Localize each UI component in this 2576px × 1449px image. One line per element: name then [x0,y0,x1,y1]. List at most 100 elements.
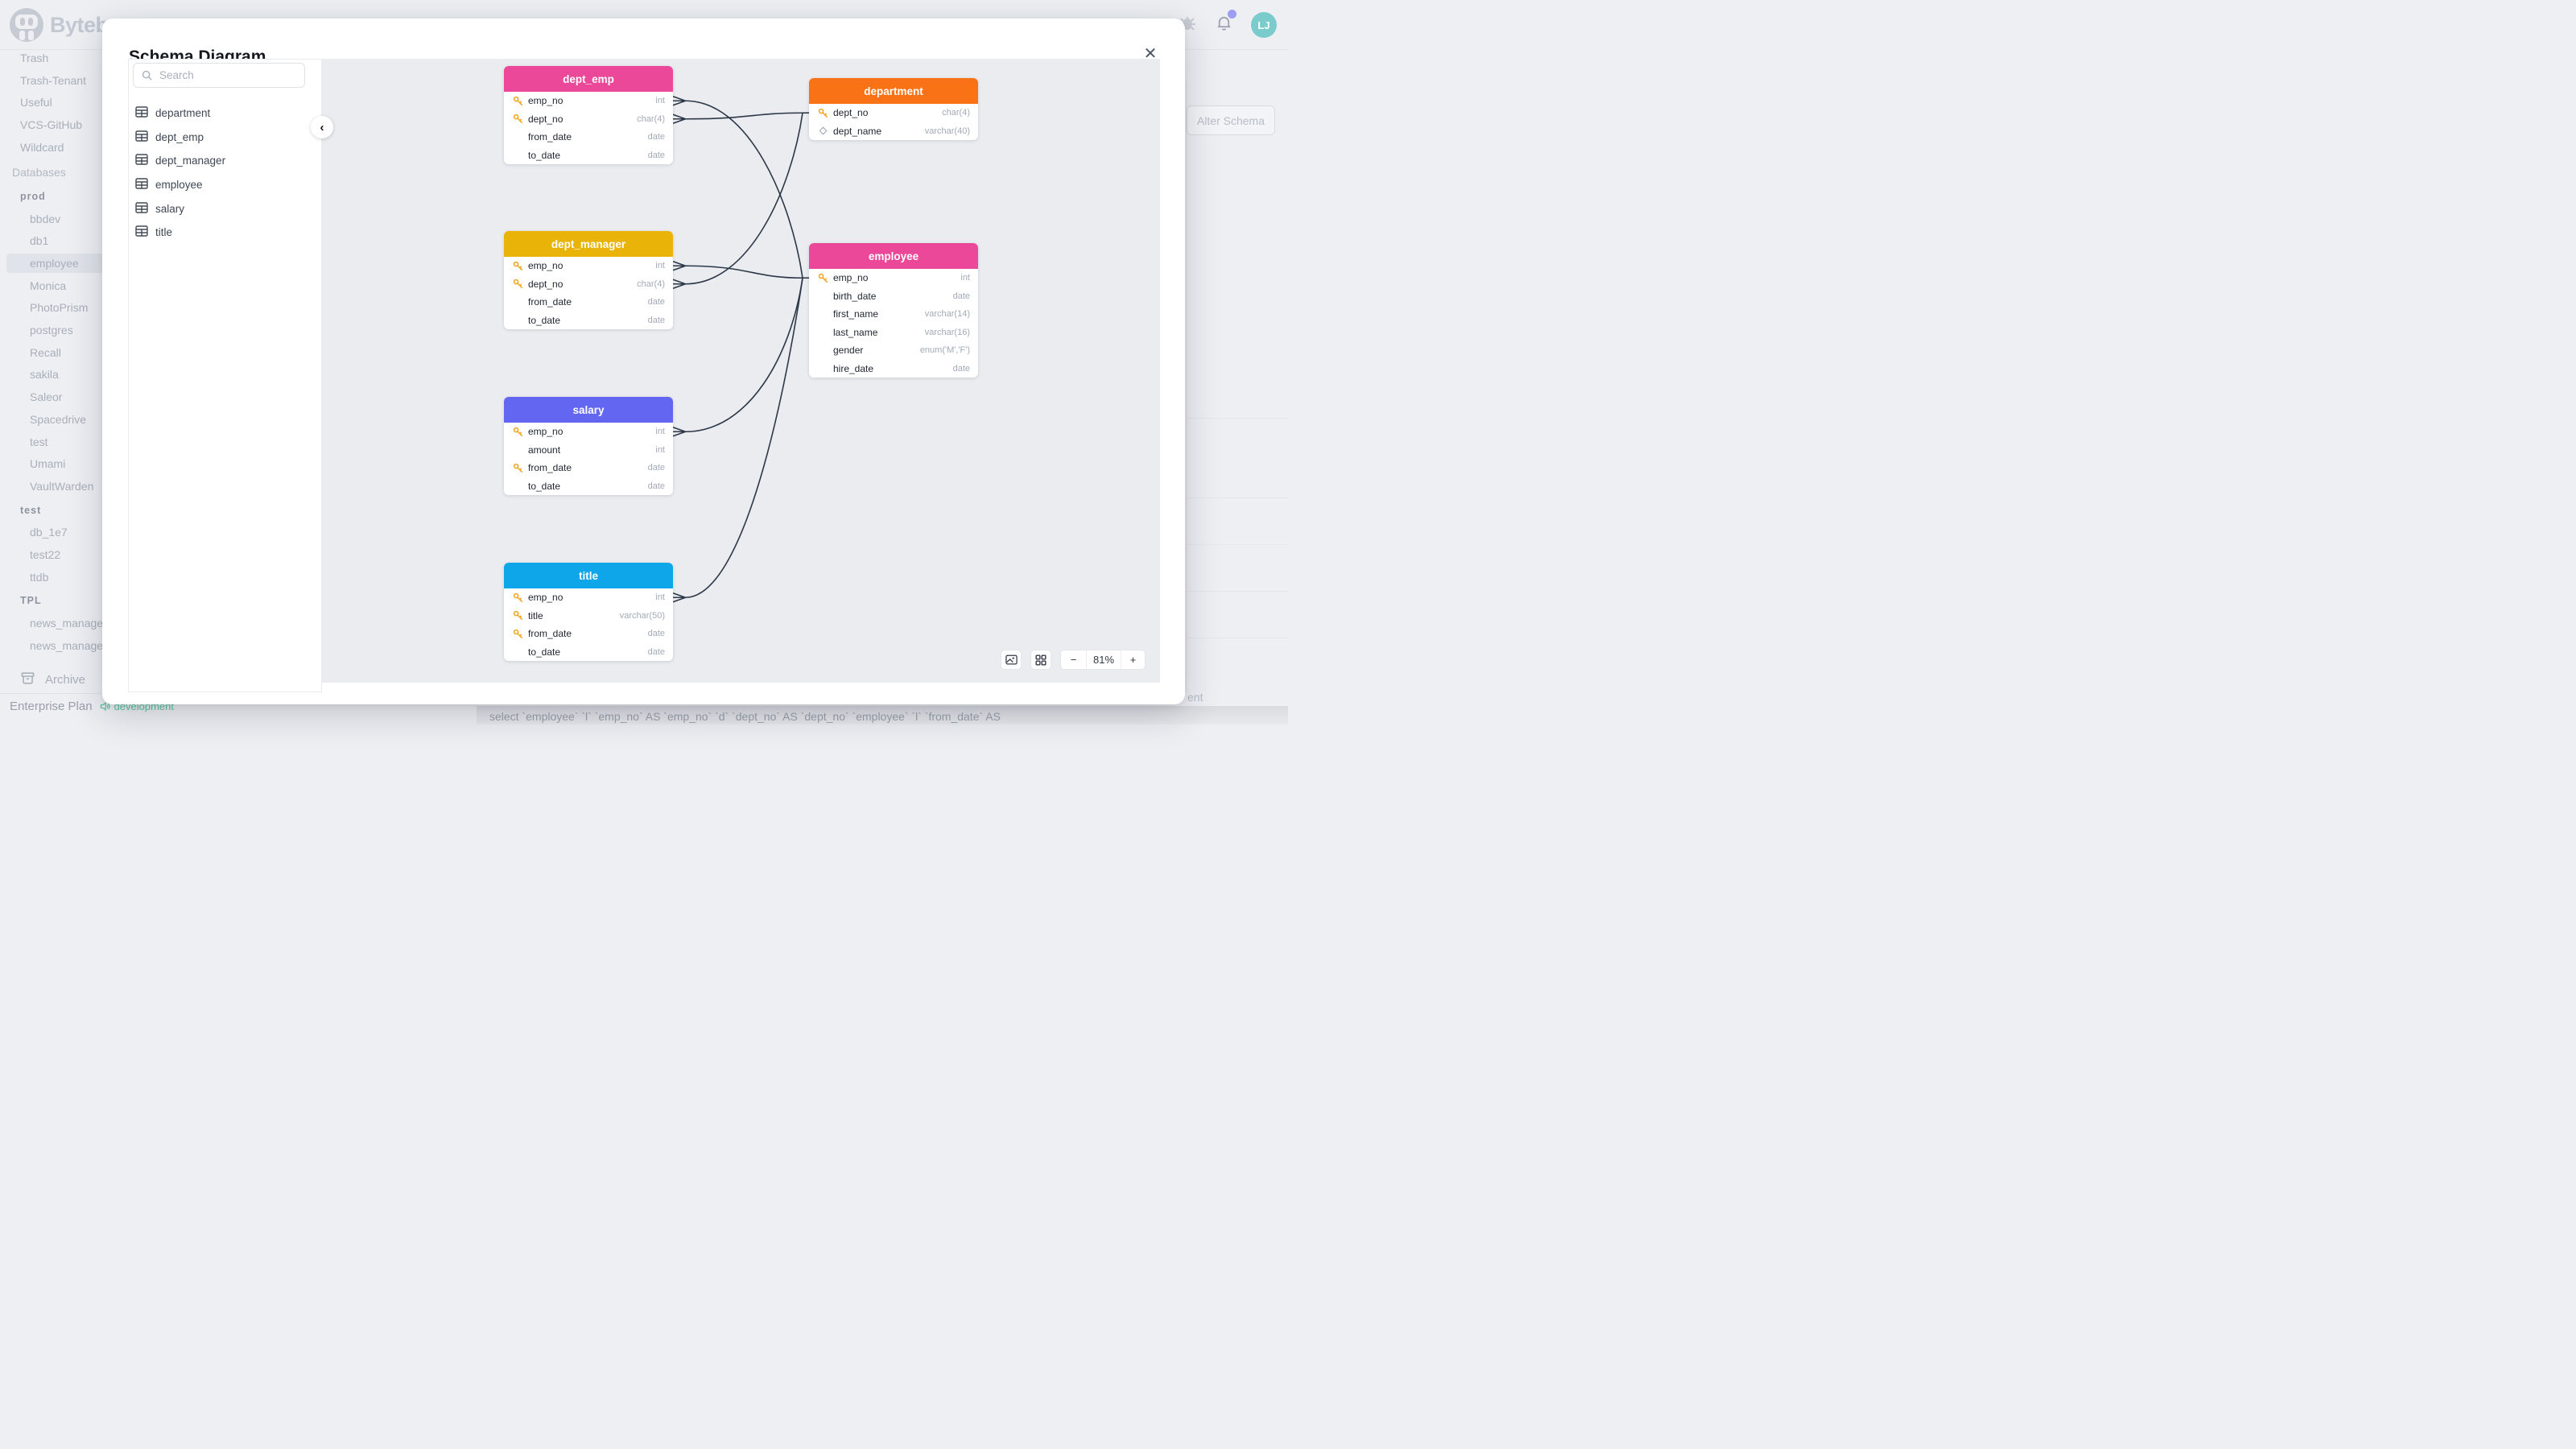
er-table-header: title [504,563,673,588]
sidebar-item-db1[interactable]: db1 [30,234,49,248]
primary-key-icon [513,114,522,124]
image-icon [1005,654,1018,665]
sidebar-item-tpl[interactable]: TPL [20,595,42,607]
sidebar-item-news-manage[interactable]: news_manage [30,638,104,652]
sidebar-item-databases: Databases [12,166,66,180]
primary-key-icon [513,279,522,289]
zoom-out-button[interactable]: − [1061,650,1087,669]
sidebar-item-employee[interactable]: employee [0,252,121,275]
auto-layout-button[interactable] [1030,650,1051,670]
sidebar-item-wildcard[interactable]: Wildcard [20,140,64,154]
table-list-item-dept_emp[interactable]: dept_emp [129,126,321,150]
sidebar-item-umami[interactable]: Umami [30,457,66,471]
primary-key-icon [513,96,522,105]
sidebar-item-test22[interactable]: test22 [30,547,61,561]
zoom-level: 81% [1092,654,1115,666]
er-table-header: employee [809,243,978,269]
table-list-item-employee[interactable]: employee [129,173,321,197]
sidebar-item-bbdev[interactable]: bbdev [30,212,61,225]
sidebar-item-spacedrive[interactable]: Spacedrive [30,412,87,426]
sidebar-item-postgres[interactable]: postgres [30,324,73,337]
sidebar-item-saleor[interactable]: Saleor [30,390,63,404]
plan-label: Enterprise Plan [10,700,93,713]
sidebar-item-db-1e7[interactable]: db_1e7 [30,526,68,539]
primary-key-icon [818,108,828,118]
notification-badge [1228,10,1236,19]
sidebar-item-archive[interactable]: Archive [20,671,85,689]
background-panel-edge [1186,80,1187,692]
table-list-item-salary[interactable]: salary [129,196,321,221]
table-list-label: dept_emp [155,130,204,143]
schema-diagram-modal: Schema Diagram ✕ departmentdept_empdept_… [102,19,1185,704]
clipped-background-text: ent [1187,691,1203,704]
sidebar-item-monica[interactable]: Monica [30,279,67,292]
table-icon [135,178,148,189]
sidebar-item-ttdb[interactable]: ttdb [30,570,49,584]
primary-key-icon [513,427,522,436]
sidebar-item-test[interactable]: test [20,504,42,516]
alter-schema-button[interactable]: Alter Schema [1187,105,1275,135]
sidebar-item-prod[interactable]: prod [20,190,46,202]
sidebar-item-trash-tenant[interactable]: Trash-Tenant [20,73,86,87]
close-icon[interactable]: ✕ [1143,44,1158,63]
search-input[interactable] [159,69,280,81]
sql-statement-bar: select `employee` `l` `emp_no` AS `emp_n… [477,706,1288,724]
search-input-wrap [133,63,305,88]
sidebar-item-trash[interactable]: Trash [20,51,49,64]
sidebar-item-vcs-github[interactable]: VCS-GitHub [20,118,83,131]
zoom-in-button[interactable]: + [1121,650,1145,669]
background-row-line [1186,591,1288,592]
background-row-line [1186,544,1288,545]
collapse-panel-button[interactable]: ‹ [311,116,333,138]
sidebar-item-sakila[interactable]: sakila [30,368,59,382]
table-list-item-title[interactable]: title [129,221,321,245]
background-row-line [1186,418,1288,419]
grid-icon [1035,654,1046,666]
table-list-item-department[interactable]: department [129,101,321,126]
sidebar-item-recall[interactable]: Recall [30,345,61,359]
sidebar-item-useful[interactable]: Useful [20,96,52,109]
speaker-icon [100,701,110,712]
diagram-controls: − 81% + [1001,650,1146,670]
archive-icon [20,671,35,689]
notifications-bell-icon[interactable] [1215,10,1236,36]
table-icon [135,106,148,118]
sidebar-item-news-manage[interactable]: news_manage [30,617,104,630]
table-list-label: salary [155,202,185,215]
sidebar-item-test[interactable]: test [30,435,48,448]
export-image-button[interactable] [1001,650,1022,670]
user-avatar[interactable]: LJ [1251,12,1277,38]
table-icon [135,154,148,166]
sidebar-item-photoprism[interactable]: PhotoPrism [30,301,89,315]
sidebar-item-vaultwarden[interactable]: VaultWarden [30,479,94,493]
background-row-line [1186,497,1288,498]
table-list-item-dept_manager[interactable]: dept_manager [129,149,321,173]
table-icon [135,130,148,142]
bytebase-logo-icon [10,8,43,42]
primary-key-icon [513,261,522,270]
